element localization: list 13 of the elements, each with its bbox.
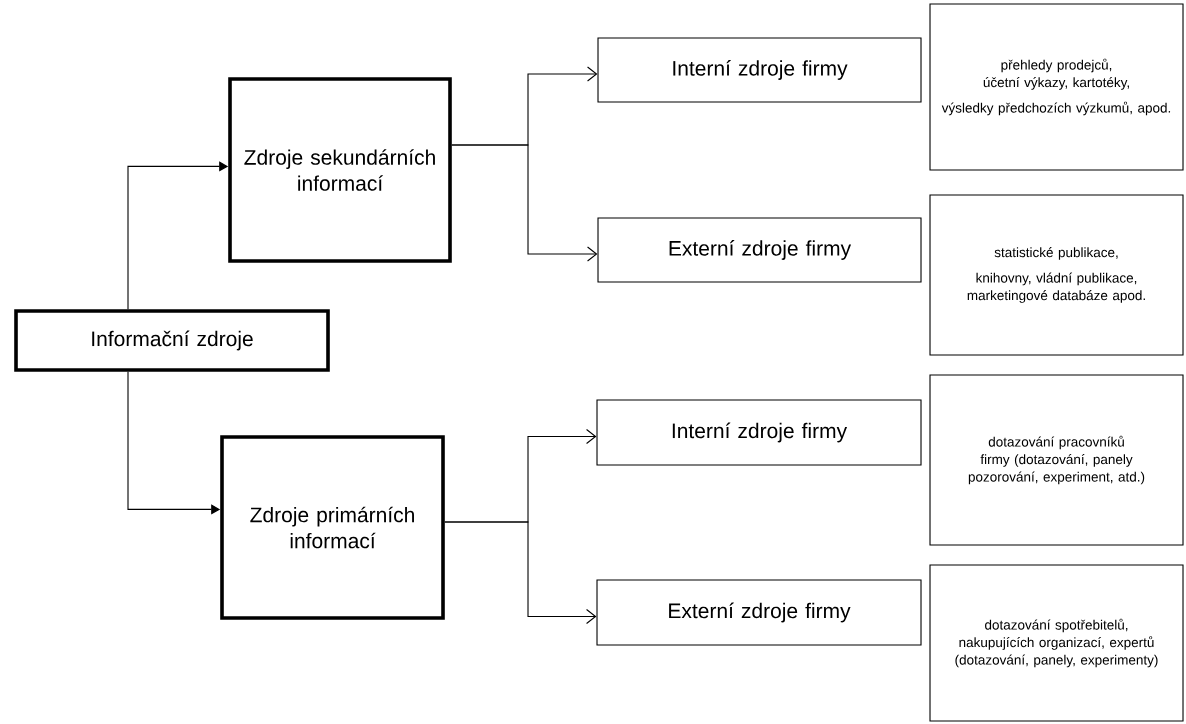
source-box: Externí zdroje firmy [597, 217, 922, 283]
detail-box: statistické publikace, knihovny, vládní publikace, marketingové databáze apod. [929, 194, 1184, 356]
category-box: Zdroje sekundárních informací [228, 77, 452, 263]
source-box: Interní zdroje firmy [597, 37, 922, 103]
detail-box: přehledy prodejců, účetní výkazy, kartotéky, výsledky předchozích výzkumů, apod. [929, 3, 1184, 171]
detail-box: dotazování pracovníků firmy (dotazování, panely pozorování, experiment, atd.) [929, 374, 1184, 546]
detail-box: dotazování spotřebitelů, nakupujících organizací, expertů (dotazování, panely, experimenty) [929, 564, 1184, 722]
arrow [451, 144, 598, 262]
source-box: Interní zdroje firmy [596, 399, 922, 466]
source-box: Externí zdroje firmy [596, 579, 922, 646]
category-box: Zdroje primárních informací [220, 435, 445, 620]
arrow [444, 521, 597, 625]
source-box: Informační zdroje [14, 309, 330, 372]
